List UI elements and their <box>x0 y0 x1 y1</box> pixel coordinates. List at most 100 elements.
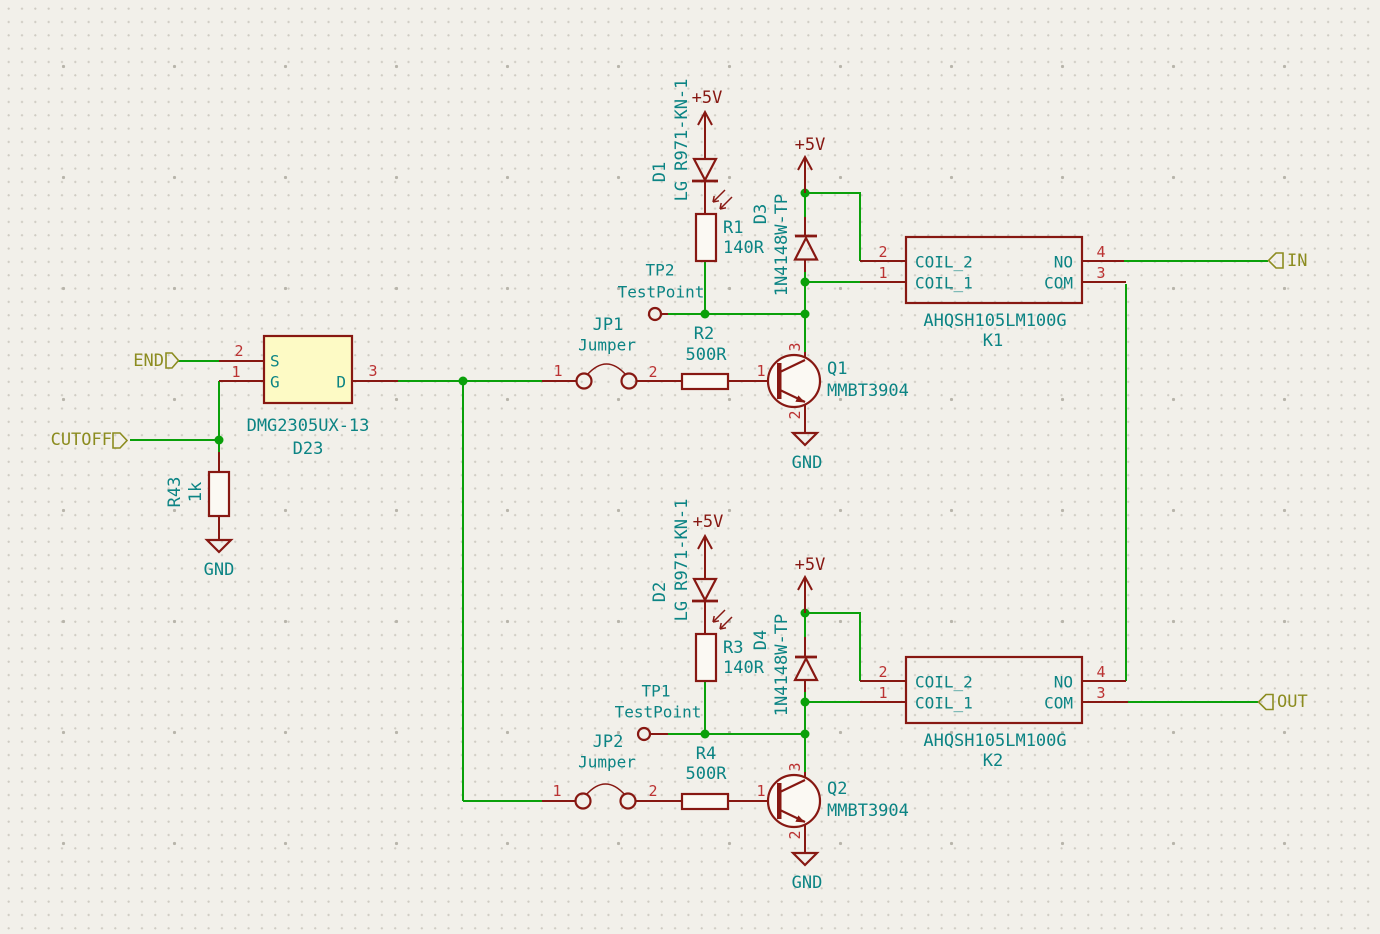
d2-value[interactable]: LG R971-KN-1 <box>672 499 692 622</box>
component-relay-k1[interactable]: COIL_2 COIL_1 NO COM 2 1 4 3 AHQSH105LM1… <box>860 235 1126 351</box>
hier-label-cutoff-text[interactable]: CUTOFF <box>51 430 112 450</box>
component-diode-d4[interactable]: D4 1N4148W-TP <box>751 614 819 716</box>
r4-ref[interactable]: R4 <box>696 744 716 764</box>
k2-ref[interactable]: K2 <box>983 751 1003 771</box>
hier-label-in-text[interactable]: IN <box>1287 251 1307 271</box>
r3-value[interactable]: 140R <box>723 658 765 678</box>
component-resistor-r4[interactable]: R4 500R <box>680 744 730 811</box>
hier-label-out[interactable]: OUT <box>1257 692 1308 712</box>
component-led-d1[interactable]: D1 LG R971-KN-1 <box>650 79 733 214</box>
component-resistor-r43[interactable]: R43 1k <box>165 452 231 540</box>
component-resistor-r2[interactable]: R2 500R <box>680 324 730 391</box>
led-emission-arrows-icon[interactable] <box>712 189 733 210</box>
k1-ref[interactable]: K1 <box>983 331 1003 351</box>
k1-value[interactable]: AHQSH105LM100G <box>923 311 1066 331</box>
power-5v-d3[interactable]: +5V <box>795 135 826 193</box>
r43-ref[interactable]: R43 <box>165 477 185 508</box>
wire-r3-tp1[interactable] <box>668 681 805 735</box>
k2-pins[interactable] <box>860 680 1128 703</box>
r1-ref[interactable]: R1 <box>723 218 743 238</box>
r2-value[interactable]: 500R <box>686 345 728 365</box>
hier-arrow-left-icon[interactable] <box>1257 693 1274 711</box>
component-diode-d3[interactable]: D3 1N4148W-TP <box>751 194 819 296</box>
q2-base-bar[interactable] <box>777 783 782 819</box>
r4-body[interactable] <box>680 792 730 811</box>
transistor-circle-icon[interactable] <box>766 773 822 829</box>
jp2-value[interactable]: Jumper <box>578 753 636 772</box>
component-led-d2[interactable]: D2 LG R971-KN-1 <box>650 499 733 634</box>
hier-arrow-right-icon[interactable] <box>165 352 180 369</box>
mosfet-body[interactable] <box>262 334 354 405</box>
power-5v-label[interactable]: +5V <box>795 555 826 575</box>
k2-value[interactable]: AHQSH105LM100G <box>923 731 1066 751</box>
diode-symbol-icon[interactable] <box>793 656 819 682</box>
power-gnd-r43[interactable]: GND <box>204 538 235 580</box>
power-5v-d2[interactable]: +5V <box>693 512 724 579</box>
component-relay-k2[interactable]: COIL_2 COIL_1 NO COM 2 1 4 3 AHQSH105LM1… <box>860 655 1128 771</box>
k2-body[interactable] <box>904 655 1084 725</box>
jumper-arc-icon[interactable] <box>586 363 627 376</box>
q2-ref[interactable]: Q2 <box>827 779 847 799</box>
gnd-symbol-icon[interactable] <box>790 851 820 867</box>
component-jumper-jp2[interactable]: JP2 Jumper 1 2 <box>542 732 682 810</box>
hier-arrow-right-icon[interactable] <box>112 432 129 449</box>
wires[interactable] <box>130 192 1268 802</box>
power-arrow-icon[interactable] <box>697 109 713 159</box>
wire-d3-net[interactable] <box>804 192 861 352</box>
gnd-symbol-icon[interactable] <box>204 538 234 554</box>
mosfet-value[interactable]: DMG2305UX-13 <box>247 416 370 436</box>
power-5v-label[interactable]: +5V <box>692 88 723 108</box>
gnd-label[interactable]: GND <box>792 453 823 473</box>
r2-body[interactable] <box>680 372 730 391</box>
component-testpoint-tp2[interactable]: TP2 TestPoint <box>618 261 705 322</box>
k1-body[interactable] <box>904 235 1084 305</box>
power-5v-label[interactable]: +5V <box>795 135 826 155</box>
d1-value[interactable]: LG R971-KN-1 <box>672 79 692 202</box>
component-resistor-r1[interactable]: R1 140R <box>694 212 765 263</box>
tp2-ref[interactable]: TP2 <box>646 261 675 280</box>
gnd-label[interactable]: GND <box>204 560 235 580</box>
testpoint-icon[interactable] <box>647 306 663 322</box>
q2-value[interactable]: MMBT3904 <box>827 801 909 821</box>
power-arrow-icon[interactable] <box>797 154 813 193</box>
mosfet-pins[interactable] <box>219 360 398 382</box>
transistor-circle-icon[interactable] <box>766 353 822 409</box>
d1-ref[interactable]: D1 <box>650 162 670 182</box>
component-transistor-q1[interactable]: 3 2 1 Q1 MMBT3904 <box>728 342 909 433</box>
gnd-label[interactable]: GND <box>792 873 823 893</box>
power-gnd-q1[interactable]: GND <box>790 431 823 473</box>
component-testpoint-tp1[interactable]: TP1 TestPoint <box>615 682 702 742</box>
r1-body[interactable] <box>694 212 718 263</box>
q1-ref[interactable]: Q1 <box>827 359 847 379</box>
q1-emitter-arrowhead[interactable] <box>795 395 805 403</box>
led-symbol-icon[interactable] <box>692 577 718 603</box>
hier-label-in[interactable]: IN <box>1267 251 1308 271</box>
component-resistor-r3[interactable]: R3 140R <box>694 632 765 683</box>
jumper-pad-icon[interactable] <box>620 372 638 390</box>
tp1-ref[interactable]: TP1 <box>642 682 671 701</box>
q1-collector-stroke[interactable] <box>779 359 806 373</box>
r3-body[interactable] <box>694 632 718 683</box>
r2-ref[interactable]: R2 <box>694 324 714 344</box>
wire-d4-net[interactable] <box>804 612 861 772</box>
hier-arrow-left-icon[interactable] <box>1267 252 1284 269</box>
r1-value[interactable]: 140R <box>723 238 765 258</box>
r43-body[interactable] <box>207 470 231 518</box>
power-gnd-q2[interactable]: GND <box>790 851 823 893</box>
k1-pins[interactable] <box>860 260 1126 283</box>
tp2-value[interactable]: TestPoint <box>618 283 705 302</box>
d4-value[interactable]: 1N4148W-TP <box>772 614 792 716</box>
tp1-value[interactable]: TestPoint <box>615 703 702 722</box>
hier-label-end[interactable]: END <box>133 351 180 371</box>
wire-drain-bus[interactable] <box>398 380 542 802</box>
d2-ref[interactable]: D2 <box>650 582 670 602</box>
power-arrow-icon[interactable] <box>797 574 813 613</box>
r43-value[interactable]: 1k <box>186 482 206 502</box>
jp1-ref[interactable]: JP1 <box>593 315 624 335</box>
diode-symbol-icon[interactable] <box>793 235 819 261</box>
jp1-value[interactable]: Jumper <box>578 336 636 355</box>
mosfet-ref[interactable]: D23 <box>293 439 324 459</box>
d3-ref[interactable]: D3 <box>751 204 771 224</box>
q2-emitter-arrowhead[interactable] <box>795 815 805 823</box>
wire-r1-tp2[interactable] <box>668 261 805 315</box>
